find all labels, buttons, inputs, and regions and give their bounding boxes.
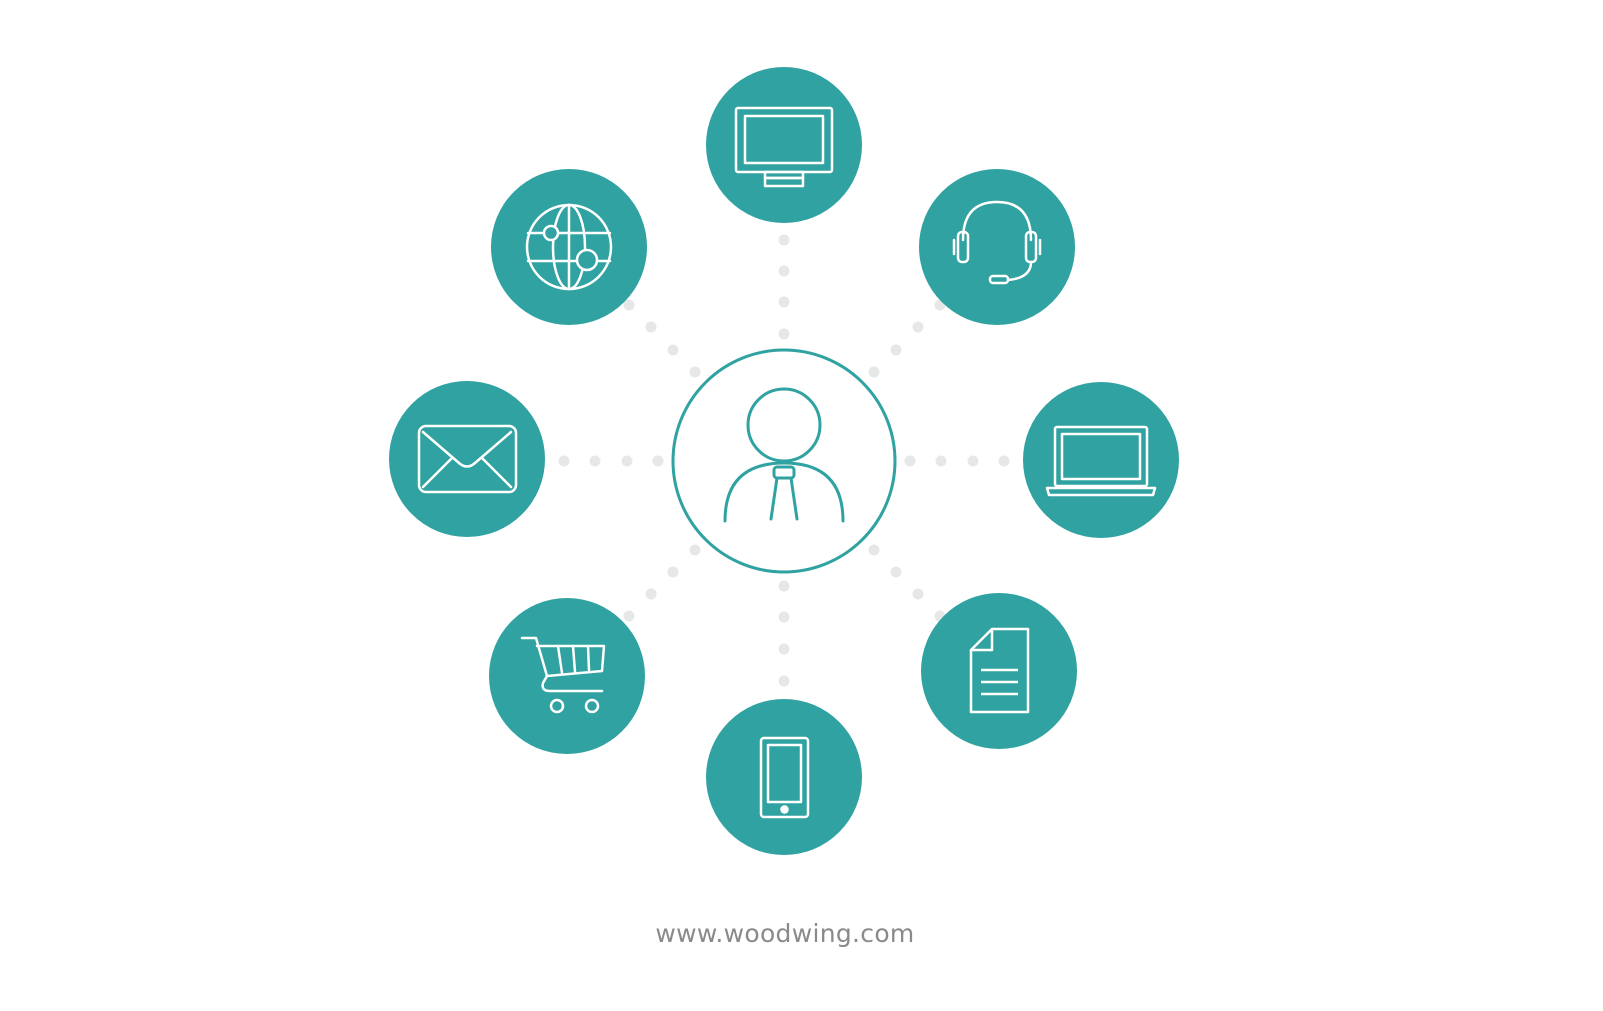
globe-network-icon xyxy=(525,203,613,291)
connector-dot xyxy=(667,566,679,578)
connector-dot xyxy=(778,234,790,246)
connector-dot xyxy=(589,455,601,467)
connector-dot xyxy=(868,544,880,556)
connector-dot xyxy=(778,328,790,340)
connector-dot xyxy=(778,296,790,308)
person-icon xyxy=(723,387,845,523)
headset-icon xyxy=(952,200,1042,285)
satellite-node-smartphone xyxy=(706,699,862,855)
envelope-icon xyxy=(417,424,518,494)
connector-dot xyxy=(645,321,657,333)
satellite-node-globe xyxy=(491,169,647,325)
satellite-node-envelope xyxy=(389,381,545,537)
connector-dot xyxy=(621,455,633,467)
connector-dot xyxy=(689,544,701,556)
connector-dot xyxy=(778,611,790,623)
satellite-node-monitor xyxy=(706,67,862,223)
connector-dot xyxy=(912,588,924,600)
connector-dot xyxy=(868,366,880,378)
smartphone-icon xyxy=(759,736,810,819)
connector-dot xyxy=(967,455,979,467)
monitor-icon xyxy=(734,106,834,188)
connector-dot xyxy=(623,610,635,622)
center-node xyxy=(671,348,897,574)
connector-dot xyxy=(689,366,701,378)
shopping-cart-icon xyxy=(520,636,606,714)
satellite-node-headset xyxy=(919,169,1075,325)
connector-dot xyxy=(778,580,790,592)
connector-dot xyxy=(558,455,570,467)
connector-dot xyxy=(652,455,664,467)
connector-dot xyxy=(998,455,1010,467)
connector-dot xyxy=(778,675,790,687)
laptop-icon xyxy=(1045,425,1157,497)
connector-dot xyxy=(623,299,635,311)
connector-dot xyxy=(935,455,947,467)
connector-dot xyxy=(778,265,790,277)
connector-dot xyxy=(890,344,902,356)
satellite-node-shopping-cart xyxy=(489,598,645,754)
footer-url[interactable]: www.woodwing.com xyxy=(655,919,915,948)
connector-dot xyxy=(890,566,902,578)
connector-dot xyxy=(904,455,916,467)
connector-dot xyxy=(912,321,924,333)
connector-dot xyxy=(667,344,679,356)
connector-dot xyxy=(778,643,790,655)
document-icon xyxy=(969,627,1030,714)
satellite-node-document xyxy=(921,593,1077,749)
connector-dot xyxy=(645,588,657,600)
satellite-node-laptop xyxy=(1023,382,1179,538)
